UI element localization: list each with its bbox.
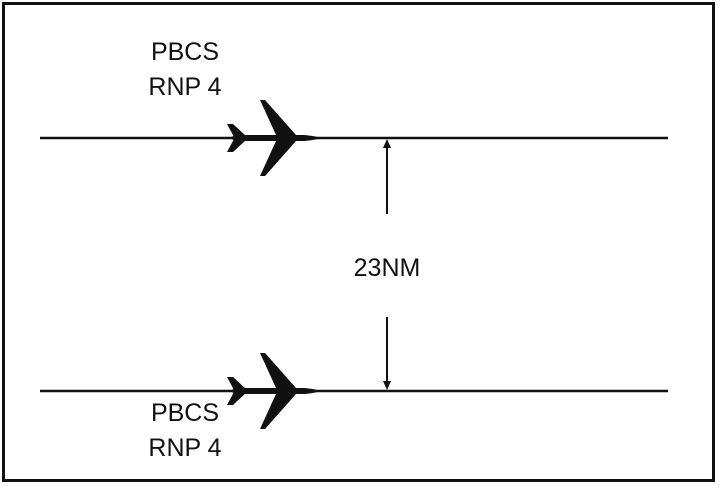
diagram-frame (2, 2, 715, 482)
top-aircraft-line2: RNP 4 (148, 73, 222, 101)
bottom-aircraft-line2: RNP 4 (148, 434, 222, 462)
top-airplane-icon (227, 100, 320, 176)
arrow-down-icon (383, 381, 391, 390)
bottom-airplane-icon (227, 353, 320, 429)
top-aircraft-label: PBCS RNP 4 (140, 40, 230, 100)
bottom-aircraft-line1: PBCS (150, 399, 220, 427)
bottom-aircraft-label: PBCS RNP 4 (140, 401, 230, 461)
separation-label: 23NM (353, 254, 421, 282)
arrow-up-icon (383, 139, 391, 148)
top-aircraft-line1: PBCS (150, 38, 220, 66)
